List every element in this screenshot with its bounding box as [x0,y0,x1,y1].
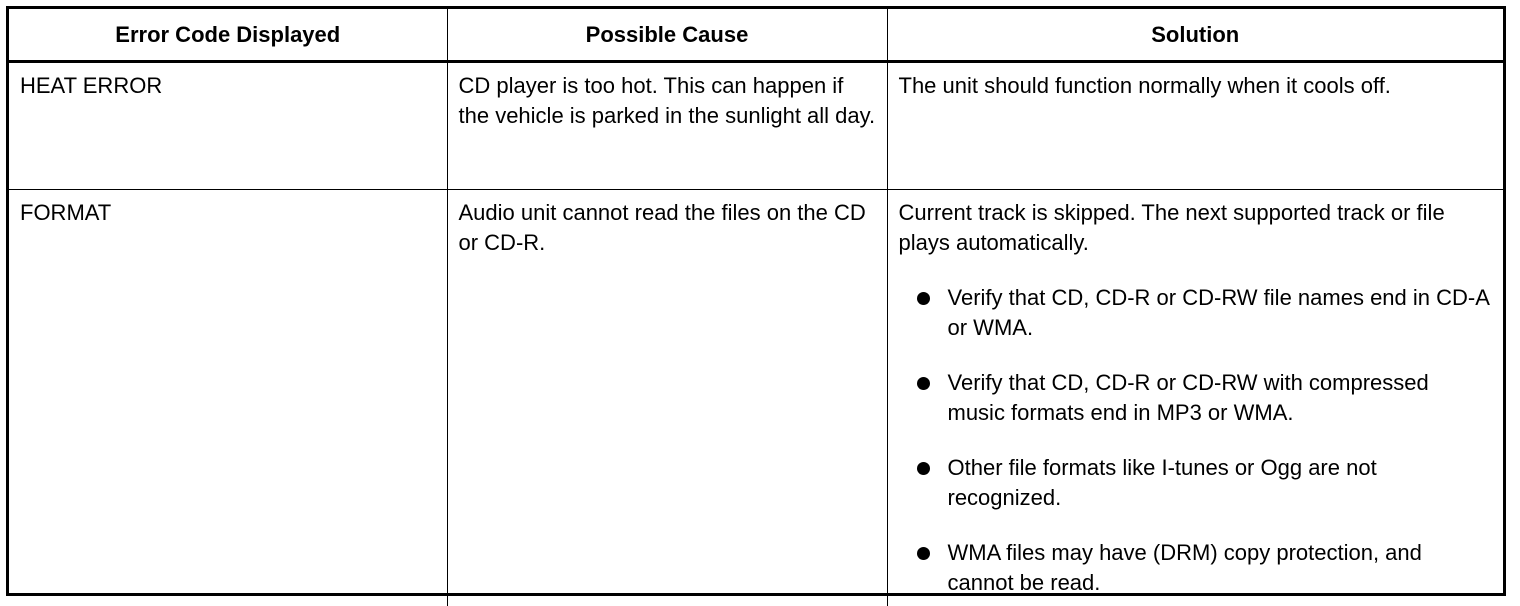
cell-error-code: FORMAT [9,190,447,606]
table-row: FORMAT Audio unit cannot read the files … [9,190,1503,606]
list-item-text: Other file formats like I-tunes or Ogg a… [948,455,1377,510]
cell-solution: The unit should function normally when i… [887,62,1503,190]
list-item: Verify that CD, CD-R or CD-RW with compr… [899,368,1493,428]
bullet-dot-icon [917,292,930,305]
bullet-dot-icon [917,462,930,475]
table-row: HEAT ERROR CD player is too hot. This ca… [9,62,1503,190]
bullet-dot-icon [917,377,930,390]
solution-text: Current track is skipped. The next suppo… [899,198,1493,258]
bullet-dot-icon [917,547,930,560]
cell-error-code: HEAT ERROR [9,62,447,190]
header-solution: Solution [887,9,1503,62]
list-item-text: WMA files may have (DRM) copy protection… [948,540,1422,595]
cell-possible-cause: CD player is too hot. This can happen if… [447,62,887,190]
list-item-text: Verify that CD, CD-R or CD-RW file names… [948,285,1489,340]
error-code-table: Error Code Displayed Possible Cause Solu… [9,9,1503,606]
list-item-text: Verify that CD, CD-R or CD-RW with compr… [948,370,1429,425]
header-possible-cause: Possible Cause [447,9,887,62]
cell-solution: Current track is skipped. The next suppo… [887,190,1503,606]
header-error-code: Error Code Displayed [9,9,447,62]
table-header-row: Error Code Displayed Possible Cause Solu… [9,9,1503,62]
list-item: WMA files may have (DRM) copy protection… [899,538,1493,598]
cell-possible-cause: Audio unit cannot read the files on the … [447,190,887,606]
list-item: Verify that CD, CD-R or CD-RW file names… [899,283,1493,343]
list-item: Other file formats like I-tunes or Ogg a… [899,453,1493,513]
error-code-table-frame: Error Code Displayed Possible Cause Solu… [6,6,1506,596]
solution-text: The unit should function normally when i… [899,71,1493,101]
solution-bullet-list: Verify that CD, CD-R or CD-RW file names… [899,283,1493,598]
